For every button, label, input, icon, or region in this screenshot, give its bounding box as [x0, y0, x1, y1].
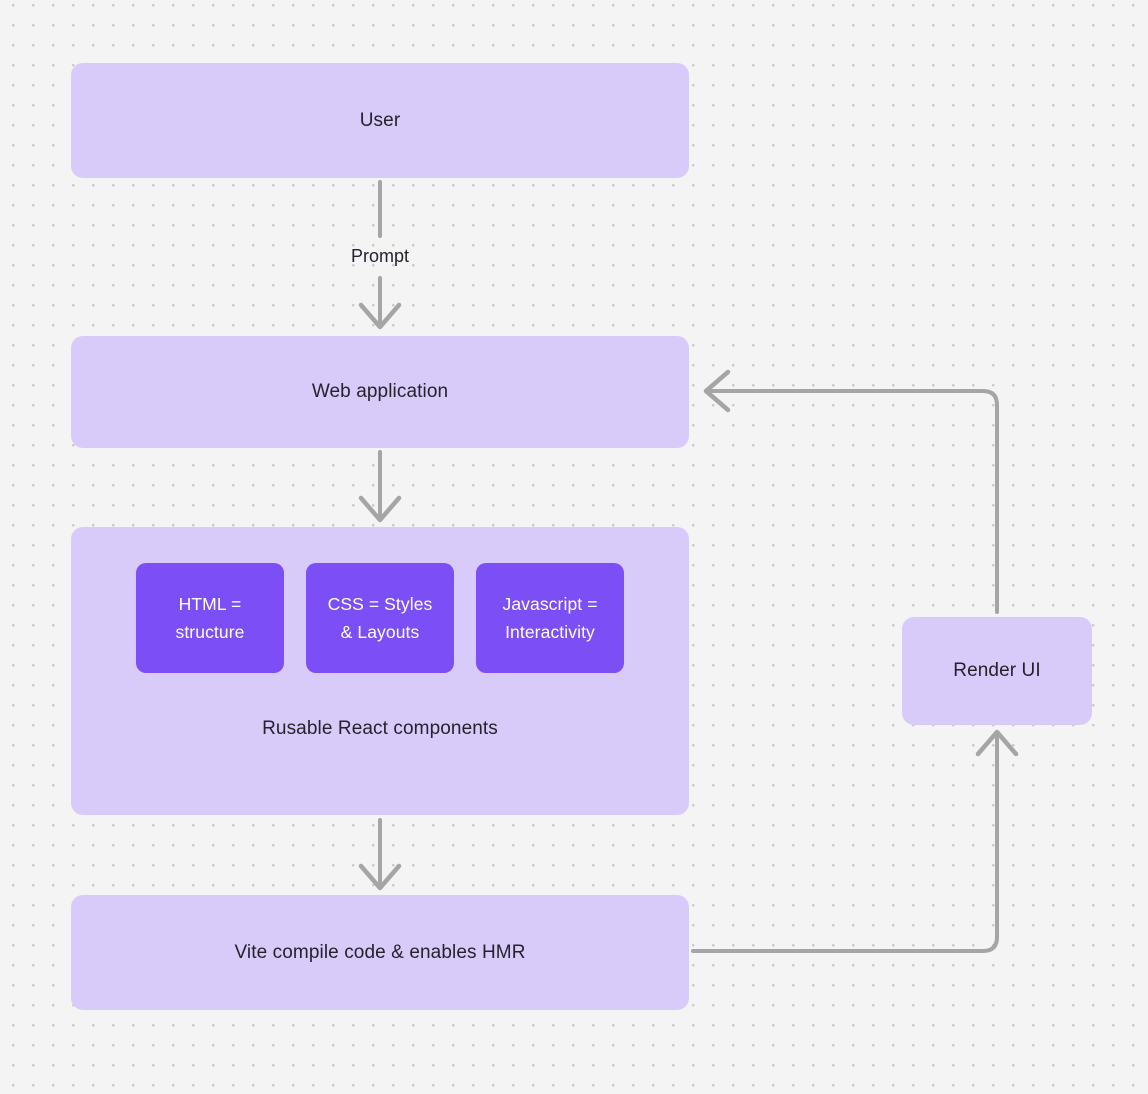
- node-html-line2: structure: [175, 622, 245, 642]
- node-html[interactable]: HTML = structure: [136, 563, 284, 673]
- node-web-application-label: Web application: [311, 381, 449, 402]
- node-css[interactable]: CSS = Styles & Layouts: [306, 563, 454, 673]
- edge-components-to-vite: [358, 818, 402, 891]
- node-javascript[interactable]: Javascript = Interactivity: [476, 563, 624, 673]
- node-web-application[interactable]: Web application: [71, 336, 689, 448]
- node-render-ui-label: Render UI: [953, 660, 1041, 681]
- node-vite-label: Vite compile code & enables HMR: [234, 941, 526, 963]
- node-vite[interactable]: Vite compile code & enables HMR: [71, 895, 689, 1010]
- node-css-line1: CSS = Styles: [327, 594, 433, 614]
- node-javascript-line1: Javascript =: [502, 594, 598, 614]
- edge-vite-to-render-ui: [691, 729, 1019, 953]
- edge-render-ui-to-web-application: [703, 369, 999, 614]
- node-html-line1: HTML =: [178, 594, 242, 614]
- node-components-group-label: Rusable React components: [262, 718, 498, 739]
- edge-web-application-to-components: [358, 450, 402, 523]
- node-render-ui[interactable]: Render UI: [902, 617, 1092, 725]
- node-components-group[interactable]: HTML = structure CSS = Styles & Layouts …: [71, 527, 689, 815]
- node-css-line2: & Layouts: [340, 622, 420, 642]
- node-user[interactable]: User: [71, 63, 689, 178]
- node-user-label: User: [359, 109, 401, 131]
- node-javascript-line2: Interactivity: [505, 622, 595, 642]
- edge-label-prompt: Prompt: [350, 246, 410, 266]
